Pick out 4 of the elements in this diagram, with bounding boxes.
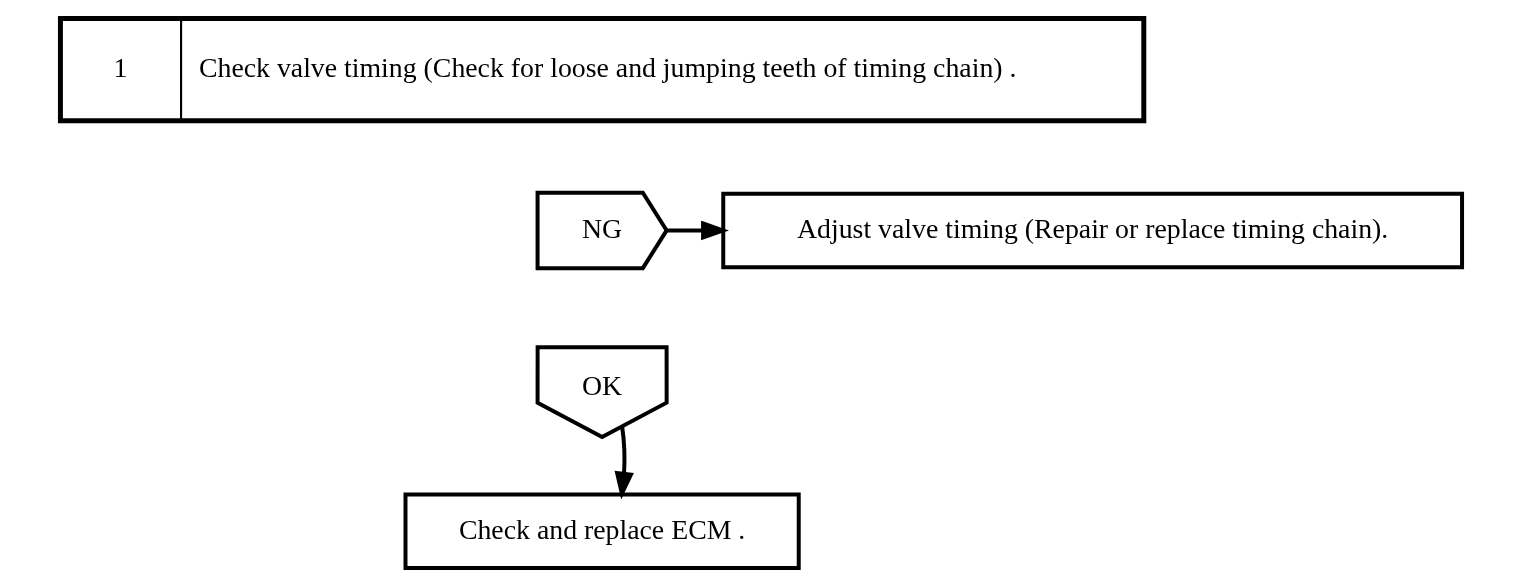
arrow	[614, 426, 634, 500]
node-box: Adjust valve timing (Repair or replace timing chain).	[721, 191, 1465, 270]
node-box: Check and replace ECM .	[403, 492, 801, 571]
arrow	[667, 220, 729, 241]
